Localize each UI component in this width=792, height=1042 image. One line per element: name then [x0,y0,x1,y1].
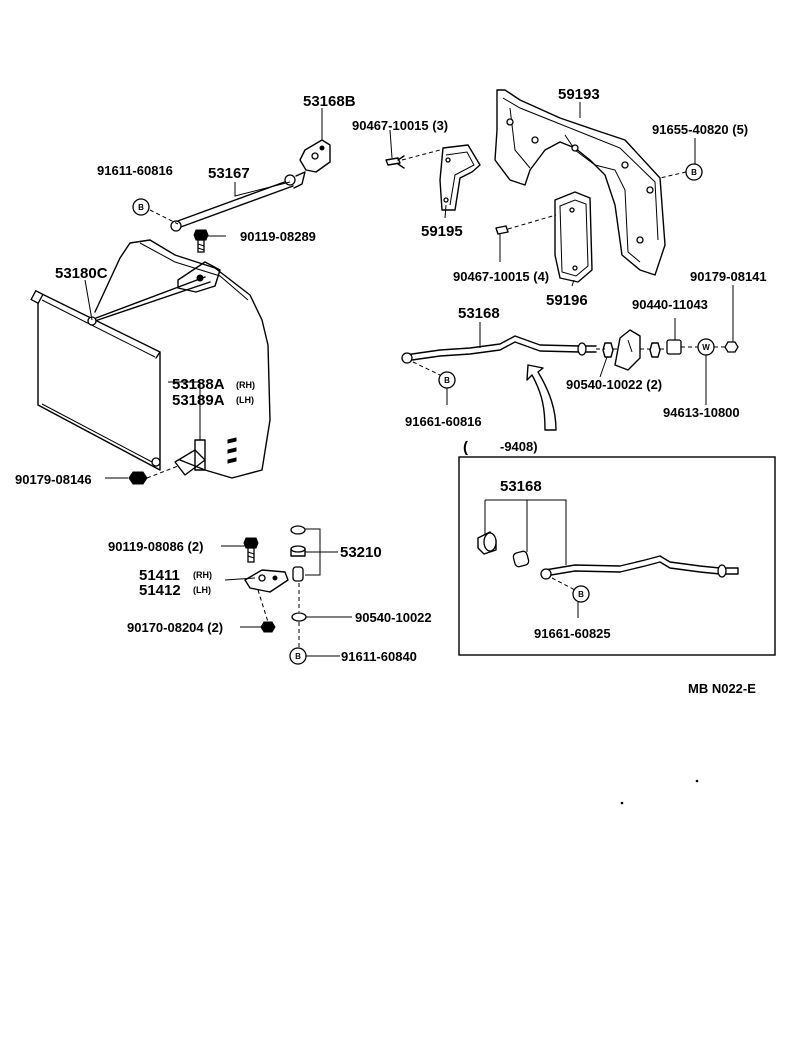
label-90440-11043: 90440-11043 [632,297,708,312]
label-90119-08289: 90119-08289 [240,229,316,244]
nut-90179-08141 [724,341,739,353]
label-53167: 53167 [208,165,250,182]
label-90467-10015-4: 90467-10015 (4) [453,269,549,284]
label-94613-10800: 94613-10800 [663,405,740,420]
label-53188A: 53188A [172,376,225,393]
label-91611-60816: 91611-60816 [97,163,173,178]
label-51412: 51412 [139,582,181,599]
label-91611-60840: 91611-60840 [341,649,417,664]
footer-code: MB N022-E [688,681,756,696]
label-53180C: 53180C [55,265,108,282]
marker-letter: B [578,590,584,599]
bracket-51411 [244,569,289,593]
label-91655-40820: 91655-40820 (5) [652,122,748,137]
label-90170-08204: 90170-08204 (2) [127,620,223,635]
label-59193: 59193 [558,86,600,103]
label-53168: 53168 [458,305,500,322]
cover-bracket-59195 [439,144,481,211]
label-90467-10015-3: 90467-10015 (3) [352,118,448,133]
bracket-53168B [299,139,331,173]
label-59196: 59196 [546,292,588,309]
marker-letter: B [691,168,697,177]
stray-dot [695,779,699,783]
link-rod-53168 [401,335,597,364]
bushing-90440-11043 [666,339,682,355]
clip-90467-3 [385,155,405,169]
washer-90540-10022-2 [602,342,661,358]
direction-arrow [526,364,557,431]
inset-box [458,456,776,656]
label-53188A-side: (RH) [236,380,255,390]
label-53168B: 53168B [303,93,356,110]
parts-53210 [290,525,306,582]
label-51412-side: (LH) [193,585,211,595]
label-53210: 53210 [340,544,382,561]
bolt-90119-08086 [243,537,259,563]
label-91661-60825: 91661-60825 [534,626,611,641]
bracket-stay [614,329,641,371]
label-51411-side: (RH) [193,570,212,580]
cover-plate-59196 [554,191,593,283]
w-marker-94613-10800: W [697,338,715,356]
b-marker-91661-60825: B [572,585,590,603]
label-90119-08086: 90119-08086 (2) [108,539,203,554]
inset-paren: ( [463,439,468,456]
label-90179-08141: 90179-08141 [690,269,767,284]
label-90179-08146: 90179-08146 [15,472,92,487]
bolt-90119-08289 [193,229,209,253]
washer-90540-10022 [291,612,307,622]
label-91661-60816: 91661-60816 [405,414,482,429]
clip-90467-4 [495,225,509,235]
marker-letter: B [444,376,450,385]
b-marker-91655-40820: B [685,163,703,181]
nut-90170-08204 [260,621,276,633]
nut-90179-08146 [128,471,148,485]
label-59195: 59195 [421,223,463,240]
b-marker-91611-60816: B [132,198,150,216]
under-cover-59193 [494,89,666,276]
b-marker-91611-60840: B [289,647,307,665]
stray-dot [620,801,624,805]
inset-range: -9408) [500,439,538,454]
label-90540-10022-2: 90540-10022 (2) [566,377,662,392]
label-53189A: 53189A [172,392,225,409]
label-90540-10022: 90540-10022 [355,610,432,625]
label-51411: 51411 [139,567,180,584]
marker-letter: B [138,203,144,212]
leader-lines [84,102,734,657]
label-53189A-side: (LH) [236,395,254,405]
marker-letter: W [702,343,710,352]
b-marker-91661-60816: B [438,371,456,389]
label-53168-inset: 53168 [500,478,542,495]
marker-letter: B [295,652,301,661]
radiator-curtain-assembly [30,239,271,479]
